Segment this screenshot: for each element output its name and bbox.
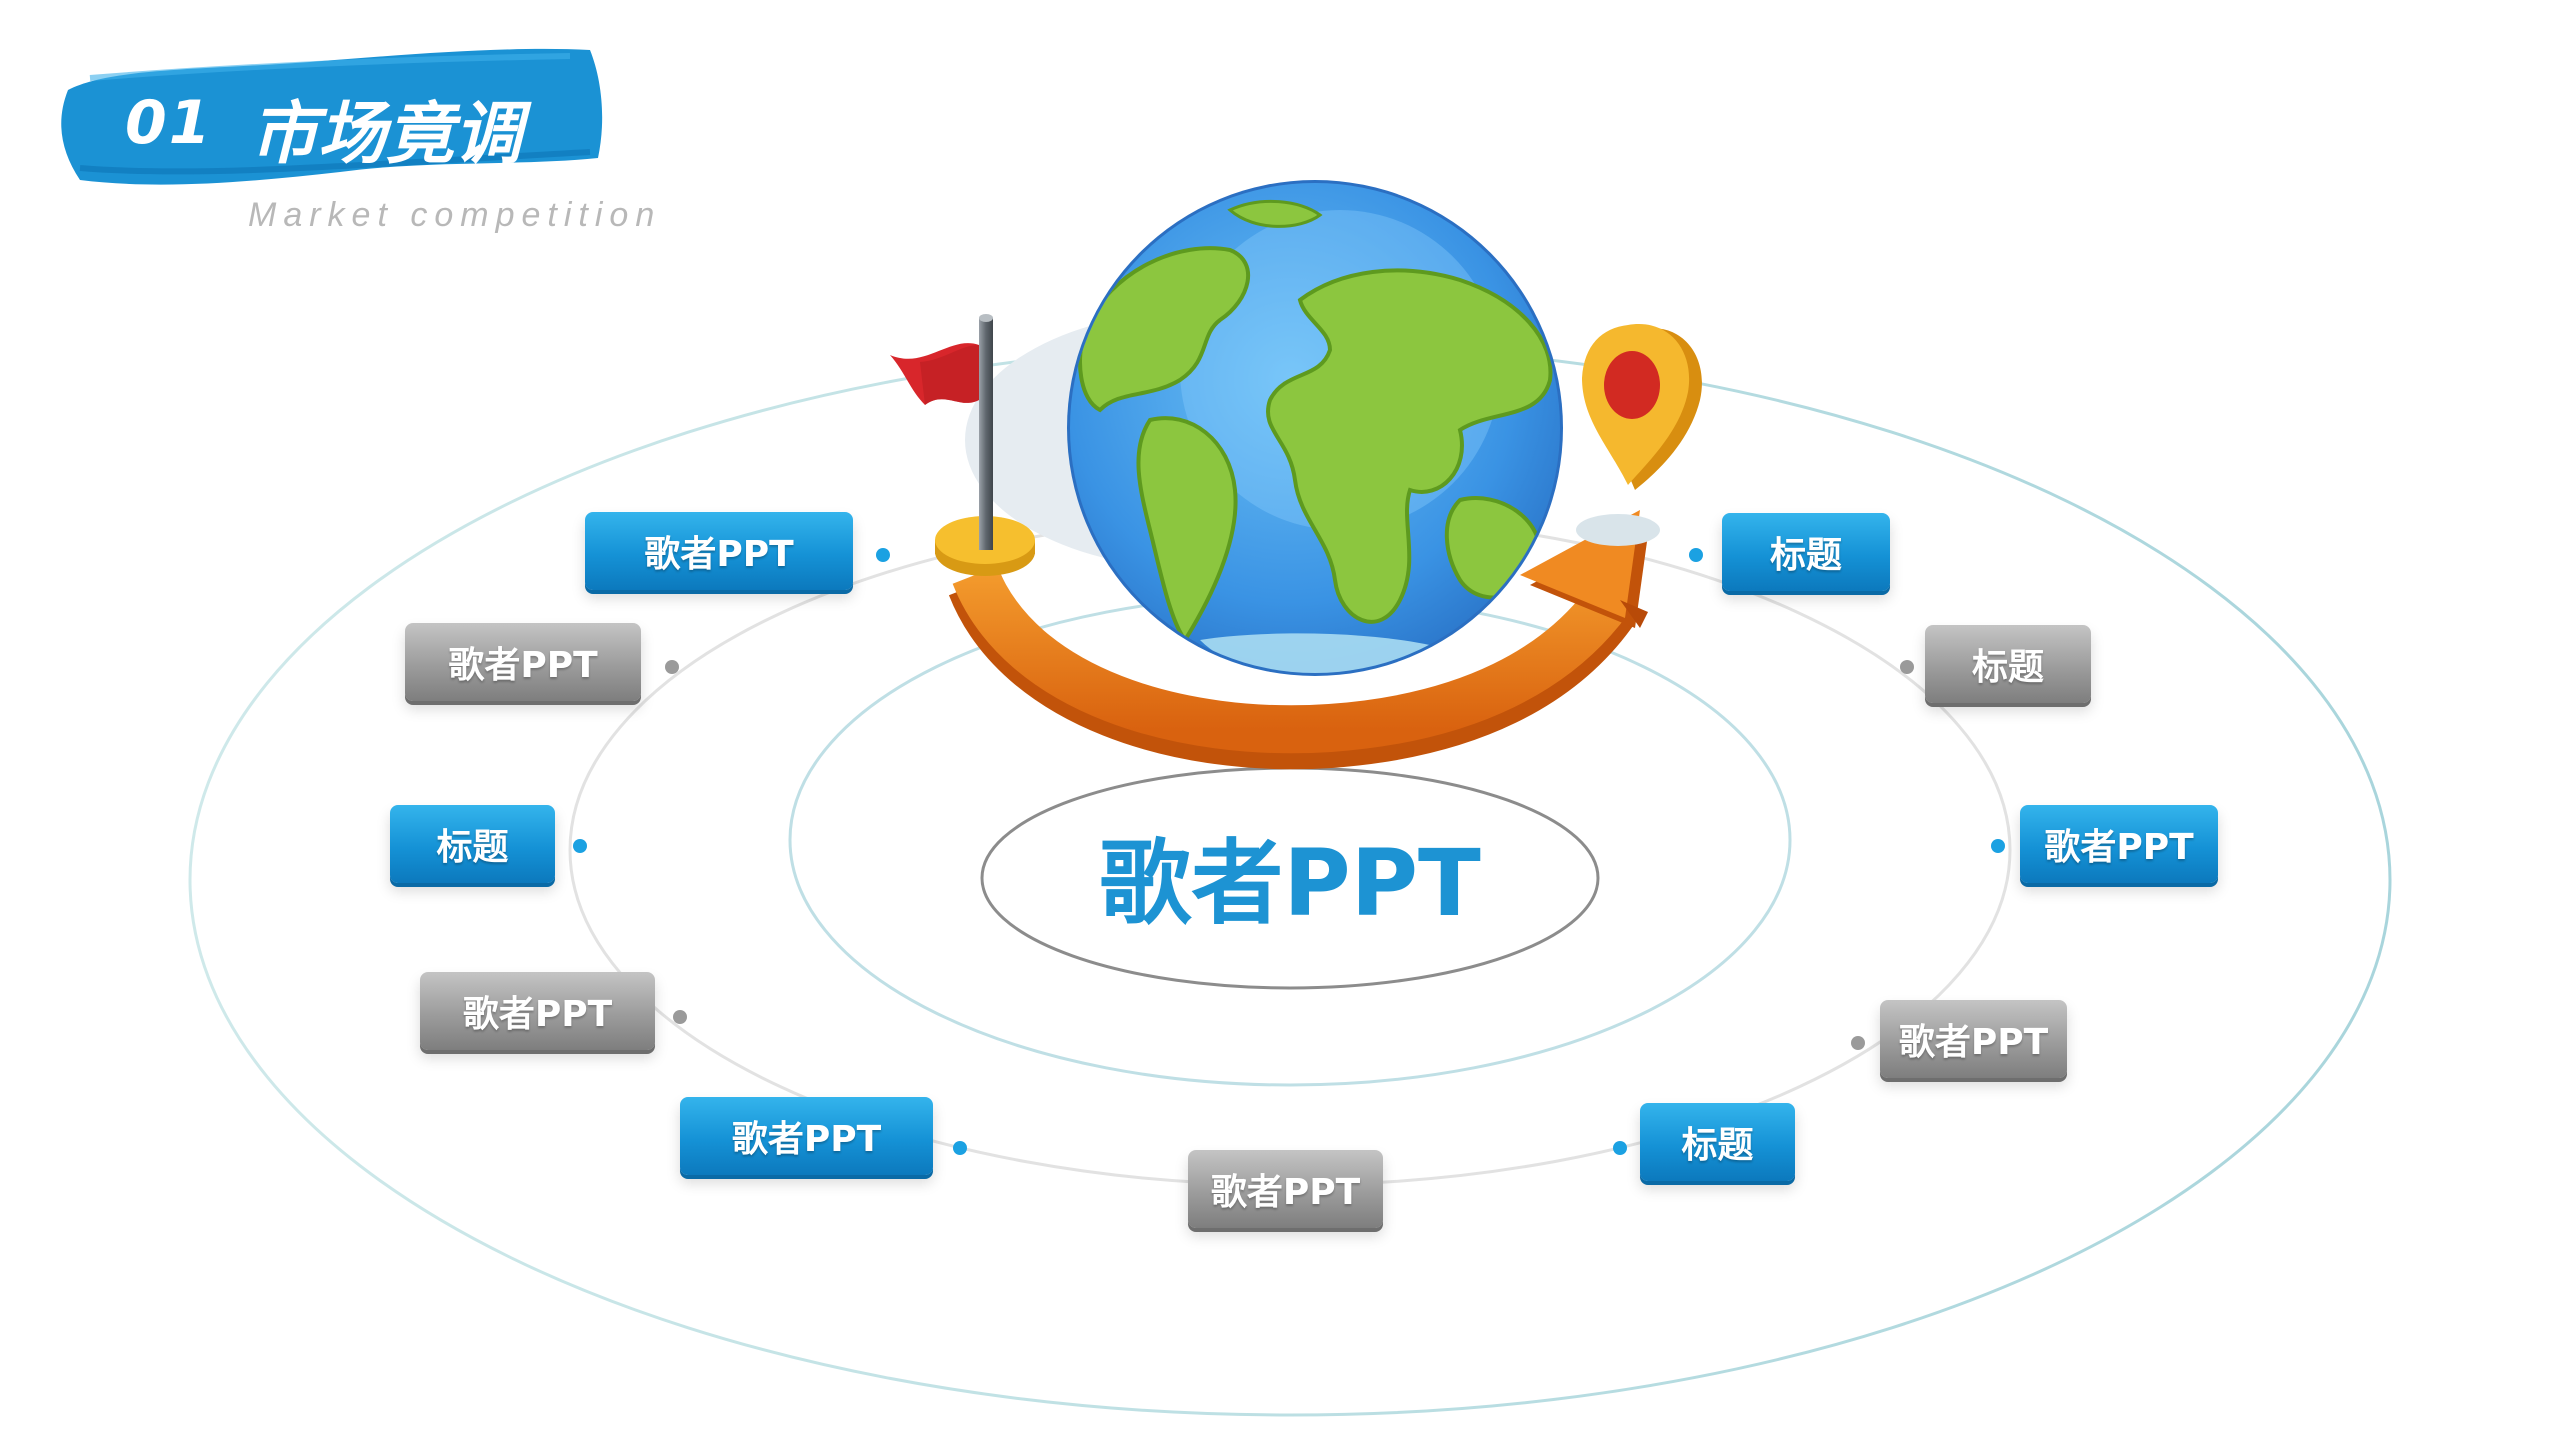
connector-dot (1613, 1141, 1627, 1155)
page-title: 市场竟调 (250, 95, 523, 174)
connector-dot (665, 660, 679, 674)
node-label: 歌者PPT (1880, 1000, 2067, 1078)
title-brush-stroke (61, 48, 603, 185)
flag-icon (890, 314, 1035, 576)
node-label: 标题 (390, 805, 555, 883)
node-label: 歌者PPT (585, 512, 853, 590)
connector-dot (673, 1010, 687, 1024)
node-label: 歌者PPT (680, 1097, 933, 1175)
node-label: 歌者PPT (1188, 1150, 1383, 1228)
connector-dot (876, 548, 890, 562)
globe-icon (1067, 180, 1563, 676)
location-pin-icon (1576, 324, 1702, 546)
node-label: 歌者PPT (405, 623, 641, 701)
curved-arrow-icon (948, 510, 1650, 770)
connector-dot (953, 1141, 967, 1155)
connector-dot (1689, 548, 1703, 562)
connector-dot (1900, 660, 1914, 674)
node-label: 标题 (1925, 625, 2091, 703)
page-subtitle: Market competition (248, 196, 662, 234)
connector-dot (1991, 839, 2005, 853)
node-label: 标题 (1640, 1103, 1795, 1181)
node-label: 歌者PPT (420, 972, 655, 1050)
connector-dot (1851, 1036, 1865, 1050)
connector-dots (573, 548, 2005, 1155)
connector-dot (573, 839, 587, 853)
node-label: 歌者PPT (2020, 805, 2218, 883)
section-number: 01 (125, 88, 213, 158)
center-label: 歌者PPT (1099, 829, 1481, 937)
node-label: 标题 (1722, 513, 1890, 591)
